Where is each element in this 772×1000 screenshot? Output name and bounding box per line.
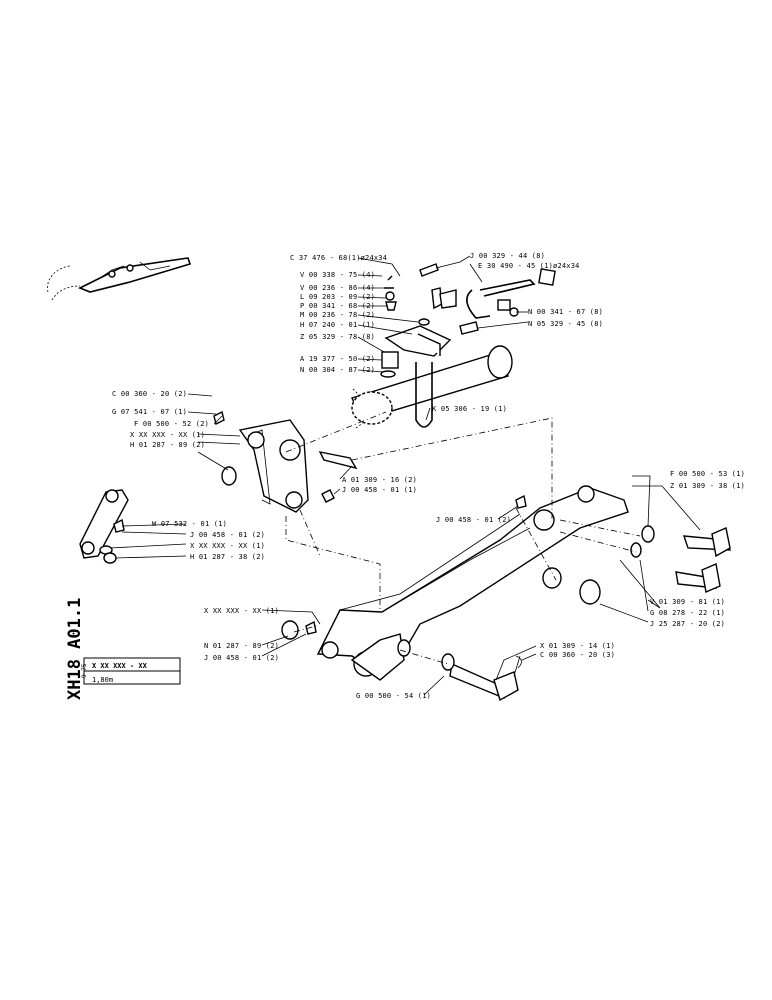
part-callout-label: J 00 458 - 01 (1) <box>342 486 417 494</box>
part-callout-label: C 00 360 - 20 (2) <box>112 390 187 398</box>
part-callout-label: V 01 309 - 81 (1) <box>650 598 725 606</box>
part-callout-label: Z 05 329 - 78 (8) <box>300 333 375 341</box>
part-callout-label: J 25 287 - 20 (2) <box>650 620 725 628</box>
main-boom <box>281 485 629 681</box>
part-callout-label: N 01 287 - 89 (2) <box>204 642 279 650</box>
part-callout-label: G 08 278 - 22 (1) <box>650 609 725 617</box>
link-arm <box>79 489 129 564</box>
part-callout-label: X XX XXX - XX (1) <box>204 607 279 615</box>
part-callout-label: F 00 500 - 52 (2) <box>134 420 209 428</box>
part-callouts: C 37 476 - 68(1)ø24x34 V 00 338 - 75 (4) V… <box>112 252 745 700</box>
part-callout-label: X 01 309 - 14 (1) <box>540 642 615 650</box>
part-callout-label: G 07 541 - 07 (1) <box>112 408 187 416</box>
part-callout-label: J 00 458 - 01 (2) <box>190 531 265 539</box>
cylinder-bracket-assembly <box>380 263 556 378</box>
part-callout-label: J 00 458 - 01 (2) <box>204 654 279 662</box>
part-callout-label: H 07 240 - 01 (1) <box>300 321 375 329</box>
centre-lines <box>285 411 641 665</box>
part-callout-label: P 00 341 - 68 (2) <box>300 302 375 310</box>
part-callout-label: A 19 377 - 50 (2) <box>300 355 375 363</box>
boom-pins <box>441 525 732 702</box>
part-callout-label: X XX XXX - XX (1) <box>190 542 265 550</box>
part-callout-label: H 01 287 - 89 (2) <box>130 441 205 449</box>
part-callout-label: H 01 287 - 38 (2) <box>190 553 265 561</box>
part-callout-label: N 00 341 - 67 (8) <box>528 308 603 316</box>
part-callout-label: J 00 329 - 44 (8) <box>470 252 545 260</box>
part-callout-label: C 00 360 - 20 (3) <box>540 651 615 659</box>
part-callout-label: G 00 500 - 54 (1) <box>356 692 431 700</box>
part-callout-label: V 00 338 - 75 (4) <box>300 271 375 279</box>
part-number-placeholder: X XX XXX - XX <box>92 662 148 670</box>
overview-thumbnail <box>47 257 192 301</box>
part-callout-label: M 00 236 - 78 (2) <box>300 311 375 319</box>
part-callout-label: F 00 500 - 53 (1) <box>670 470 745 478</box>
part-callout-label: E 30 490 - 45 (1)ø24x34 <box>478 262 580 270</box>
part-callout-label: W 07 532 - 01 (1) <box>152 520 227 528</box>
left-link-bracket <box>213 410 358 513</box>
part-callout-label: A 01 309 - 16 (2) <box>342 476 417 484</box>
leader-lines <box>109 255 701 696</box>
drawing-number: XH18 A01.1 <box>65 598 85 700</box>
hydraulic-cylinder <box>351 345 513 429</box>
part-callout-label: K 05 306 - 19 (1) <box>432 405 507 413</box>
part-callout-label: C 37 476 - 68(1)ø24x34 <box>290 254 387 262</box>
part-callout-label: V 00 236 - 86 (4) <box>300 284 375 292</box>
part-callout-label: N 00 304 - 87 (2) <box>300 366 375 374</box>
part-callout-label: N 05 329 - 45 (8) <box>528 320 603 328</box>
part-callout-label: J 00 458 - 01 (2) <box>436 516 511 524</box>
title-block: XH18 A01.1 9-75 X XX XXX - XX 1,80m <box>65 598 181 700</box>
boom-length: 1,80m <box>92 676 113 684</box>
part-callout-label: X XX XXX - XX (1) <box>130 431 205 439</box>
part-callout-label: L 09 203 - 09 (2) <box>300 293 375 301</box>
part-callout-label: Z 01 309 - 38 (1) <box>670 482 745 490</box>
